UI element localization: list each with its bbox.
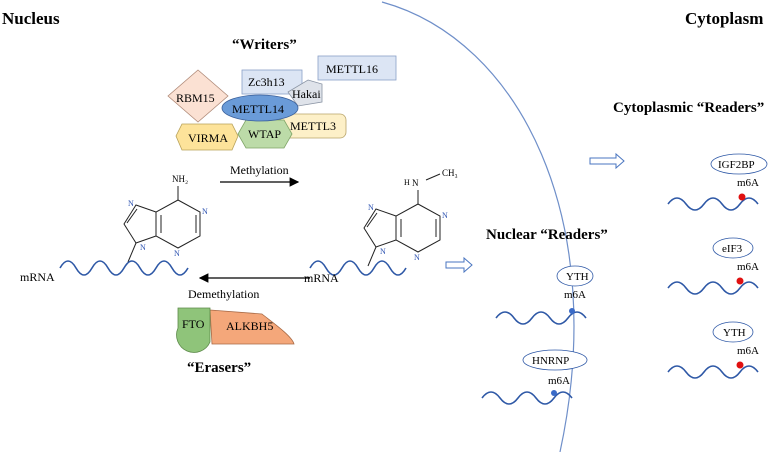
adenine-n7: N <box>128 199 134 208</box>
wtap-label: WTAP <box>248 127 281 141</box>
eif3-m6a: m6A <box>737 261 759 273</box>
hnrnp-bubble <box>522 349 588 371</box>
yth-nuclear-m6a: m6A <box>564 289 586 301</box>
erasers-heading: “Erasers” <box>187 360 251 376</box>
hnrnp-rna <box>481 391 573 405</box>
alkbh5-label: ALKBH5 <box>226 319 273 333</box>
yth-nuclear-rna <box>495 311 587 325</box>
writers-complex: RBM15 METTL16 Zc3h13 Hakai METTL3 VIRMA … <box>167 55 397 151</box>
mettl14-shape <box>221 94 299 122</box>
mrna-strand-left <box>59 260 189 276</box>
nuclear-reader-yth: YTH m6A <box>495 265 594 325</box>
eif3-bubble <box>712 237 754 259</box>
igf2bp-label: IGF2BP <box>718 159 755 171</box>
nucleus-heading: Nucleus <box>2 9 60 28</box>
yth-cyto-rna <box>667 365 759 379</box>
yth-nuclear-bubble <box>556 265 594 287</box>
virma-label: VIRMA <box>188 131 228 145</box>
m6a-n3: N <box>414 253 420 262</box>
wtap-shape <box>237 119 293 149</box>
methylation-label: Methylation <box>230 163 289 177</box>
mettl14-label: METTL14 <box>232 102 284 116</box>
adenine-molecule <box>123 186 201 263</box>
igf2bp-m6a-dot <box>738 193 746 201</box>
mettl3-label: METTL3 <box>290 119 336 133</box>
alkbh5-shape <box>209 309 295 345</box>
igf2bp-rna <box>667 197 759 211</box>
m6a-n-label: N <box>412 178 419 188</box>
rbm15-label: RBM15 <box>176 91 215 105</box>
m6a-h-label: H <box>404 178 410 187</box>
eif3-rna <box>667 281 759 295</box>
m6a-n1: N <box>442 211 448 220</box>
eif3-m6a-dot <box>736 277 744 285</box>
m6a-molecule <box>363 173 441 267</box>
m6a-n9: N <box>380 247 386 256</box>
mrna-label-right: mRNA <box>304 271 339 285</box>
cyto-reader-yth: YTH m6A <box>667 321 759 379</box>
yth-cyto-m6a-dot <box>736 361 744 369</box>
igf2bp-m6a: m6A <box>737 177 759 189</box>
hnrnp-m6a-dot <box>551 390 557 396</box>
yth-nuclear-m6a-dot <box>569 308 575 314</box>
nuclear-reader-hnrnp: HNRNP m6A <box>481 349 588 405</box>
m6a-n7: N <box>368 203 374 212</box>
mrna-label-left: mRNA <box>20 270 55 284</box>
hollow-arrow-cyto <box>589 152 625 170</box>
mettl16-label: METTL16 <box>326 62 378 76</box>
hakai-shape <box>287 79 323 107</box>
cytoplasmic-readers-heading: Cytoplasmic “Readers” <box>613 100 764 116</box>
yth-cyto-label: YTH <box>723 327 746 339</box>
adenine-n1: N <box>202 207 208 216</box>
erasers-complex: ALKBH5 FTO <box>176 307 295 353</box>
fto-label: FTO <box>182 317 205 331</box>
igf2bp-bubble <box>710 153 768 175</box>
zc3h13-label: Zc3h13 <box>248 75 285 89</box>
demethylation-label: Demethylation <box>188 287 259 301</box>
cyto-reader-eif3: eIF3 m6A <box>667 237 759 295</box>
yth-cyto-bubble <box>712 321 754 343</box>
fto-shape <box>176 307 211 353</box>
nh2-label: NH₂ <box>172 174 188 184</box>
mettl16-shape <box>317 55 397 81</box>
adenine-n3: N <box>174 249 180 258</box>
writers-heading: “Writers” <box>232 37 297 53</box>
yth-cyto-m6a: m6A <box>737 345 759 357</box>
hollow-arrow-nuclear <box>445 256 473 274</box>
ch3-label: CH₃ <box>442 168 458 178</box>
adenine-n9: N <box>140 243 146 252</box>
hnrnp-m6a: m6A <box>548 375 570 387</box>
rbm15-shape <box>167 69 229 123</box>
cyto-reader-igf2bp: IGF2BP m6A <box>667 153 768 211</box>
virma-shape <box>175 123 239 151</box>
cytoplasm-heading: Cytoplasm <box>685 9 763 28</box>
hakai-label: Hakai <box>292 87 321 101</box>
nuclear-readers-heading: Nuclear “Readers” <box>486 227 608 243</box>
eif3-label: eIF3 <box>722 243 743 255</box>
yth-nuclear-label: YTH <box>566 271 589 283</box>
mrna-strand-right <box>309 260 407 276</box>
hnrnp-label: HNRNP <box>532 355 569 367</box>
